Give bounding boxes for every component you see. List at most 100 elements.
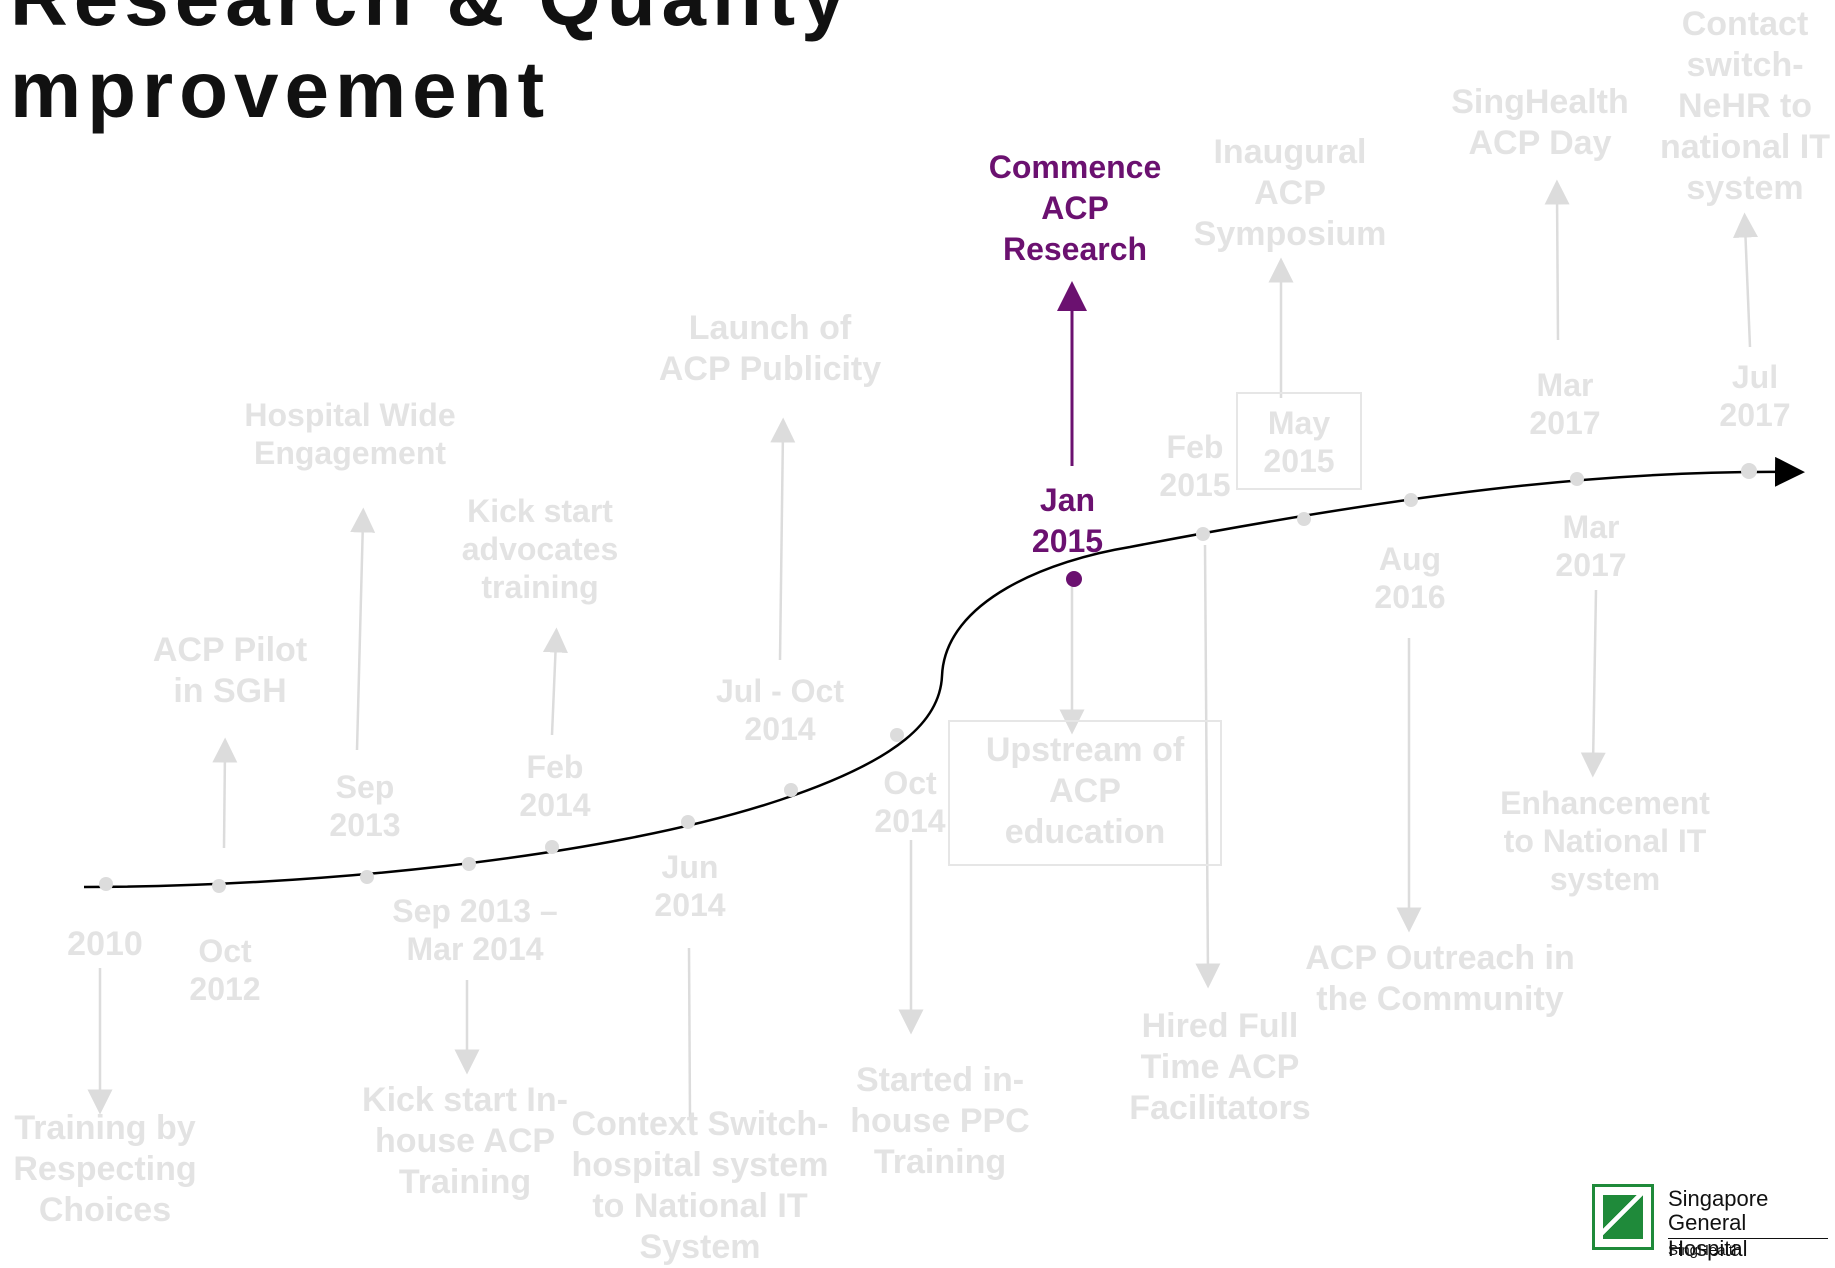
date-jun2014: Jun 2014 [635, 848, 745, 924]
event-line: to National IT [1503, 823, 1707, 859]
event-line: training [481, 569, 599, 605]
arrow-feb2015 [1195, 544, 1221, 989]
dot-mar2017 [1570, 472, 1584, 486]
date-jul2014: Jul - Oct 2014 [700, 672, 860, 748]
event-line: SingHealth [1451, 83, 1629, 121]
logo-divider [1668, 1238, 1828, 1239]
date-line: 2014 [744, 711, 816, 747]
event-line: System [639, 1228, 761, 1266]
event-line: ACP [1041, 190, 1109, 226]
sgh-logo-mark-icon [1592, 1184, 1654, 1250]
dot-span [462, 857, 476, 871]
event-line: Commence [988, 149, 1162, 185]
event-line: Training [873, 1143, 1007, 1181]
event-line: Hired Full [1141, 1007, 1299, 1045]
event-line: Kick start In- [362, 1081, 568, 1119]
dot-jun2014 [681, 815, 695, 829]
arrow-jul2014 [770, 417, 796, 661]
event-feb2015: Hired Full Time ACP Facilitators [1110, 1006, 1330, 1129]
dot-sep2013 [360, 870, 374, 884]
date-line: Jul - Oct [715, 673, 844, 709]
date-mar2017a: Mar 2017 [1510, 366, 1620, 442]
date-line: 2012 [189, 971, 261, 1007]
date-oct2012: Oct 2012 [170, 932, 280, 1008]
arrow-sep2013 [350, 507, 376, 751]
date-line: 2014 [519, 787, 591, 823]
date-span: Sep 2013 – Mar 2014 [370, 892, 580, 968]
date-line: Jan [1039, 482, 1096, 518]
event-aug2016: ACP Outreach in the Community [1280, 938, 1600, 1020]
date-line: 2014 [654, 887, 726, 923]
event-line: house PPC [850, 1102, 1030, 1140]
event-mar2017b: Enhancement to National IT system [1480, 784, 1730, 898]
date-mar2017b: Mar 2017 [1536, 508, 1646, 584]
event-line: Training [398, 1163, 532, 1201]
date-line: Oct [198, 933, 252, 969]
event-line: advocates [461, 531, 619, 567]
timeline-curve [83, 456, 1805, 889]
date-line: May [1267, 405, 1331, 441]
date-line: Feb [526, 749, 584, 785]
dot-jul2017 [1741, 463, 1757, 479]
arrow-mar2017b [1580, 589, 1606, 778]
event-span: Kick start In- house ACP Training [350, 1080, 580, 1203]
date-line: Mar [1536, 367, 1594, 403]
event-2010: Training by Respecting Choices [0, 1108, 210, 1231]
event-line: Training by [14, 1109, 196, 1147]
event-line: Enhancement [1500, 785, 1710, 821]
event-line: Launch of [688, 309, 852, 347]
event-oct2012: ACP Pilot in SGH [130, 630, 330, 712]
dot-feb2014 [545, 840, 559, 854]
dot-may2015 [1297, 512, 1311, 526]
date-line: Mar 2014 [406, 931, 544, 967]
event-line: NeHR to [1677, 87, 1813, 125]
event-line: Engagement [253, 435, 447, 471]
event-line: Upstream of [985, 731, 1185, 769]
page-title: Research & Quality mprovement [10, 0, 852, 136]
event-line: house ACP [374, 1122, 556, 1160]
event-line: Respecting [13, 1150, 197, 1188]
date-line: Oct [883, 765, 937, 801]
arrow-feb2014 [542, 627, 568, 736]
event-line: in SGH [173, 672, 287, 710]
date-line: 2013 [329, 807, 401, 843]
dot-oct2014 [890, 728, 904, 742]
date-line: Jul [1731, 359, 1779, 395]
event-line: the Community [1316, 980, 1564, 1018]
date-line: Sep [335, 769, 395, 805]
logo-name-line2: General Hospital [1668, 1210, 1748, 1261]
date-may2015: May 2015 [1244, 404, 1354, 480]
event-line: Contact [1681, 5, 1809, 43]
logo-subtitle: SingHealth [1668, 1242, 1742, 1259]
date-line: Feb [1166, 429, 1224, 465]
event-upstream: Upstream of ACP education [950, 730, 1220, 853]
page-title-line2: mprovement [10, 45, 551, 134]
date-feb2014: Feb 2014 [500, 748, 610, 824]
event-line: Facilitators [1129, 1089, 1311, 1127]
dot-feb2015 [1196, 527, 1210, 541]
event-line: education [1004, 813, 1166, 851]
event-line: ACP [1049, 772, 1121, 810]
event-line: Choices [38, 1191, 172, 1229]
event-jan2015: Commence ACP Research [960, 147, 1190, 270]
date-line: Sep 2013 – [392, 893, 558, 929]
event-jun2014: Context Switch- hospital system to Natio… [560, 1104, 840, 1268]
arrow-oct2012 [212, 737, 238, 849]
upstream-education-box [948, 720, 1222, 866]
may-2015-box [1236, 392, 1362, 490]
event-line: system [1549, 861, 1661, 897]
event-line: Started in- [855, 1061, 1025, 1099]
dot-aug2016 [1404, 493, 1418, 507]
event-line: ACP Publicity [658, 350, 882, 388]
date-aug2016: Aug 2016 [1355, 540, 1465, 616]
event-line: Kick start [467, 493, 613, 529]
event-may2015: Inaugural ACP Symposium [1180, 132, 1400, 255]
event-jul2017: Contact switch- NeHR to national IT syst… [1655, 4, 1835, 209]
arrow-mar2017a [1544, 179, 1570, 341]
logo-name-line1: Singapore [1668, 1186, 1769, 1211]
dot-2010 [99, 877, 113, 891]
event-line: ACP [1254, 174, 1326, 212]
event-jul2014: Launch of ACP Publicity [640, 308, 900, 390]
event-line: ACP Pilot [152, 631, 308, 669]
